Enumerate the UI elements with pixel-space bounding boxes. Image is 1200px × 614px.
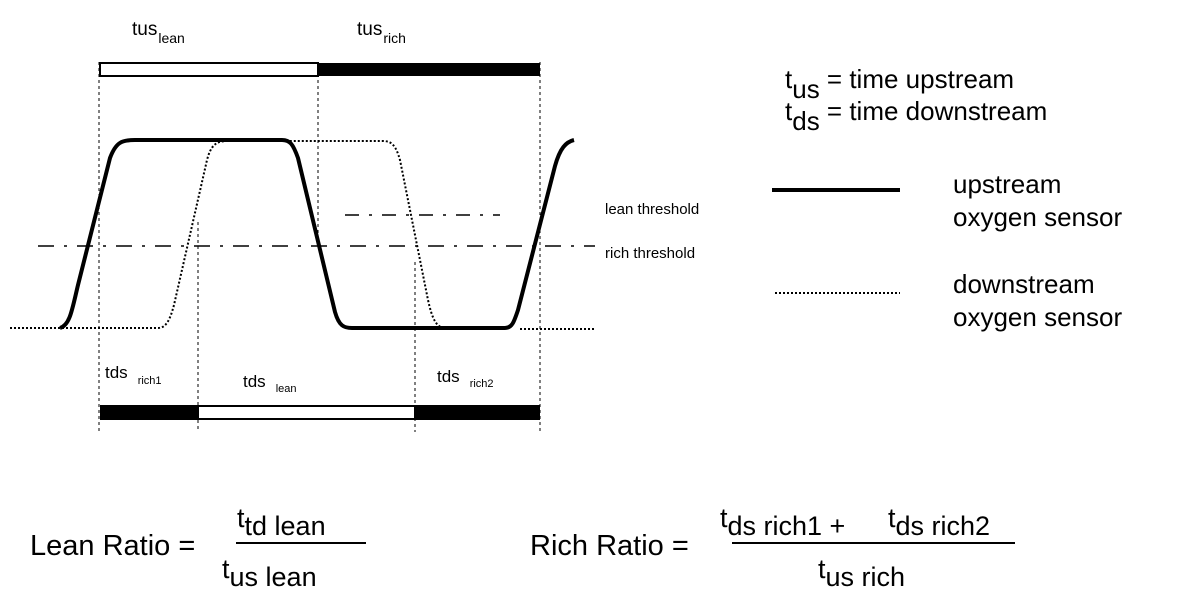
- lean-threshold-label: lean threshold: [605, 201, 699, 218]
- rich-threshold-label: rich threshold: [605, 245, 695, 262]
- legend-upstream-line2: oxygen sensor: [953, 202, 1122, 232]
- downstream-waveform: [10, 140, 445, 329]
- upstream-waveform: [59, 138, 575, 330]
- tds-rich1-bar: [100, 405, 198, 420]
- lean-ratio-numerator: ttd lean: [237, 503, 326, 541]
- rich-ratio-numerator-2: tds rich2: [888, 503, 990, 541]
- tds-rich2-bar: [415, 405, 540, 420]
- legend-downstream-line2: oxygen sensor: [953, 302, 1122, 332]
- tds-definition: tds = time downstream: [785, 96, 1047, 136]
- legend-upstream-line1: upstream: [953, 169, 1061, 199]
- lean-ratio-label: Lean Ratio =: [30, 530, 195, 562]
- rich-ratio-numerator-1: tds rich1 +: [720, 503, 845, 541]
- rich-ratio-denominator: tus rich: [818, 554, 905, 592]
- tus-lean-label: tuslean: [132, 19, 185, 46]
- tus-lean-bar: [99, 62, 319, 77]
- lean-ratio-denominator: tus lean: [222, 554, 317, 592]
- rich-ratio-label: Rich Ratio =: [530, 530, 689, 562]
- tus-rich-label: tusrich: [357, 19, 406, 46]
- legend-downstream-line1: downstream: [953, 269, 1095, 299]
- tus-definition: tus = time upstream: [785, 64, 1014, 104]
- tus-rich-bar: [318, 63, 540, 76]
- tds-lean-bar: [197, 405, 416, 420]
